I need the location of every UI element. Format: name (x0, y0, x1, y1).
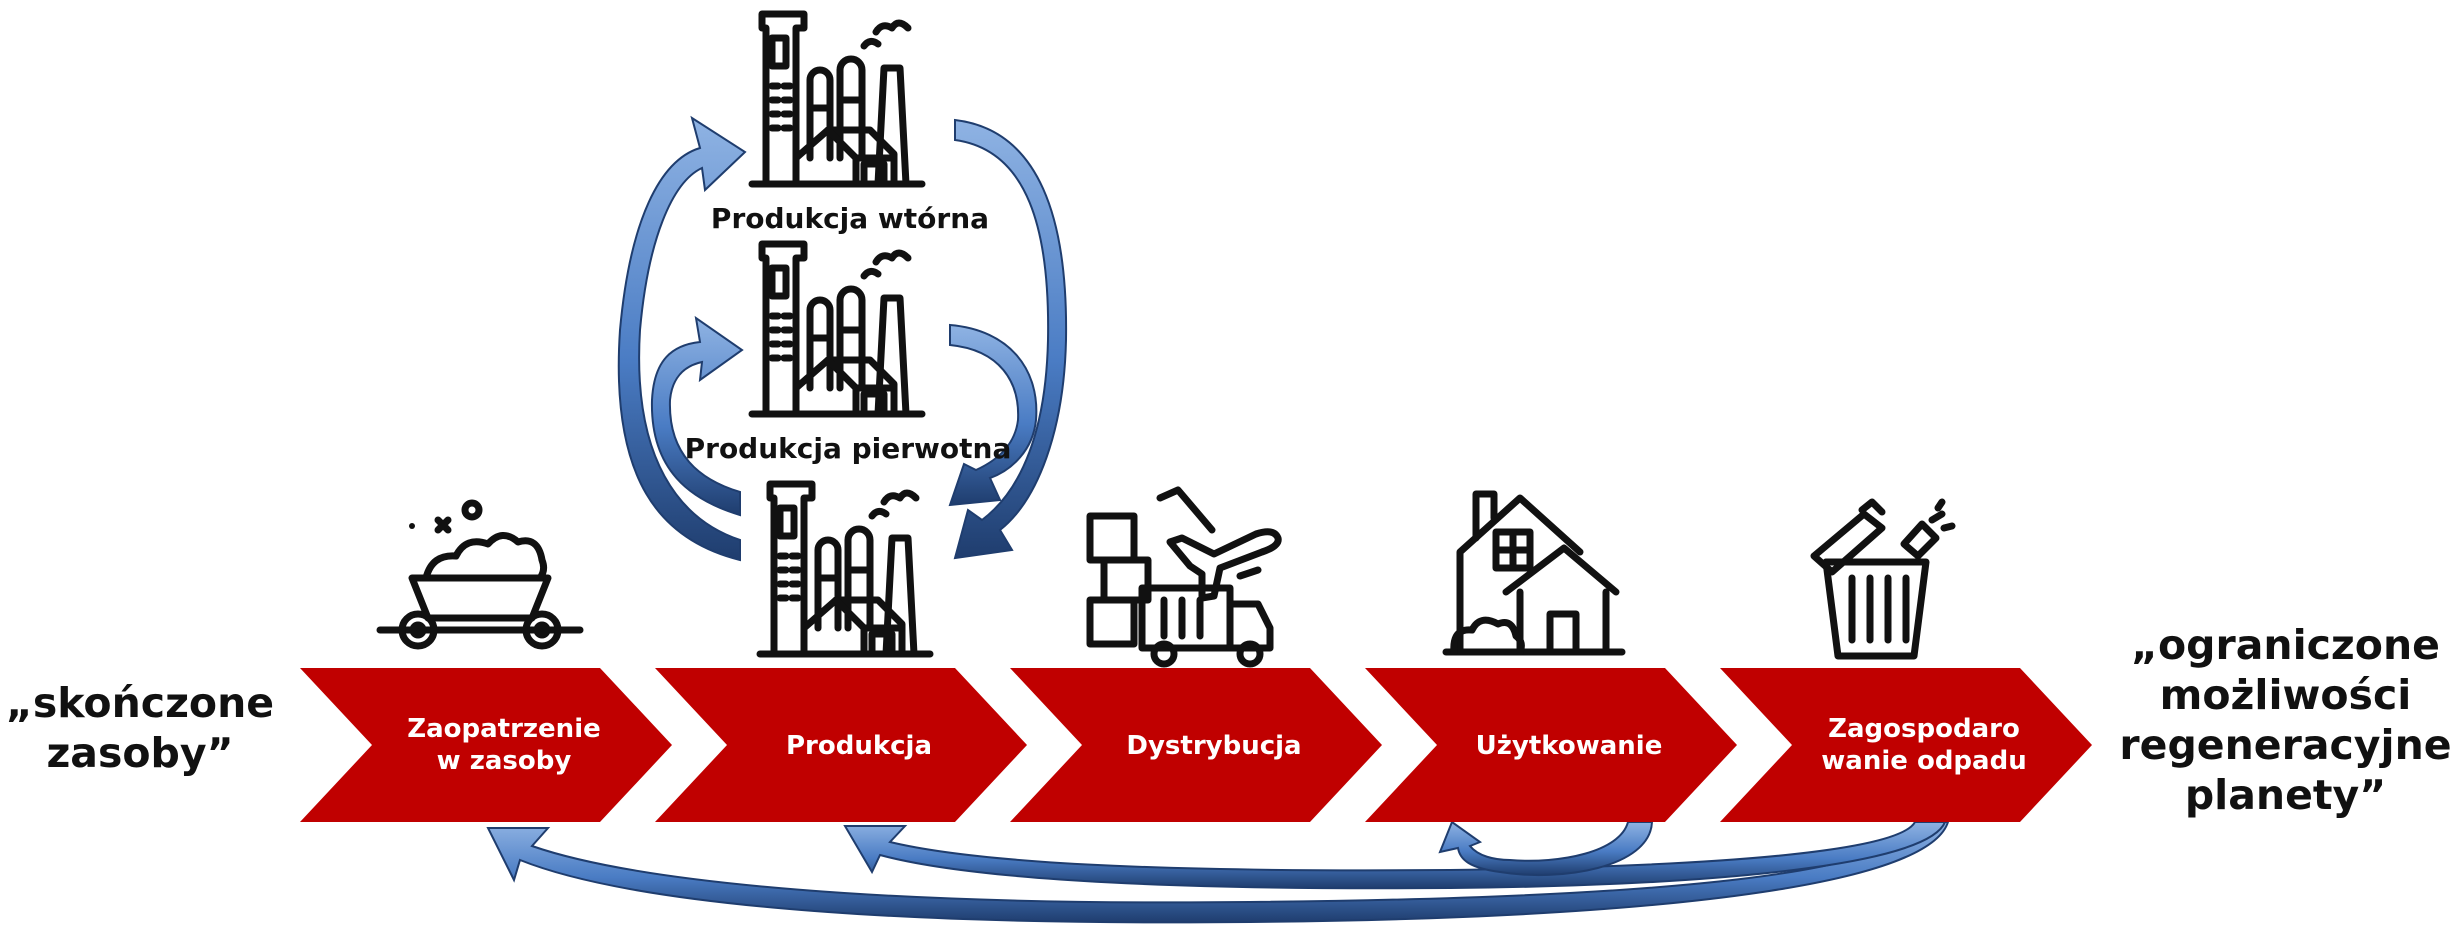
planet-regeneration-limits-label: „ograniczone możliwości regeneracyjne pl… (2119, 621, 2452, 819)
return-arrow-inner-left (650, 315, 744, 517)
factory-icon-production (760, 484, 930, 654)
return-arrow-outer-left (617, 115, 747, 562)
factory-icon-secondary (752, 14, 922, 184)
stage-label: Produkcja (786, 731, 932, 761)
return-arrow-outer-right (953, 118, 1068, 560)
return-arrow-to-usage (1438, 820, 1654, 877)
trash-bin-icon (1810, 498, 1956, 660)
delivery-truck-plane-icon (1086, 486, 1282, 668)
finite-resources-label: „skończone zasoby” (5, 679, 275, 777)
stage-chevron (300, 668, 672, 822)
stage-label: wanie odpadu (1821, 746, 2026, 776)
stage-chevron (655, 668, 1027, 822)
stage-chevron (1365, 668, 1737, 822)
stage-label: w zasoby (437, 746, 572, 776)
factory-icon-primary (752, 244, 922, 414)
return-arrow-to-supply (486, 821, 1950, 924)
stage-label: Dystrybucja (1126, 731, 1301, 761)
caption-secondary-production: Produkcja wtórna (711, 202, 989, 235)
return-arrow-inner-right (948, 323, 1038, 507)
stage-chevron (1720, 668, 2092, 822)
stage-label: Zaopatrzenie (407, 714, 601, 744)
stage-label: Użytkowanie (1476, 731, 1663, 761)
house-icon (1442, 490, 1626, 656)
mine-cart-icon (376, 499, 584, 650)
stage-chevron (1010, 668, 1382, 822)
caption-primary-production: Produkcja pierwotna (685, 432, 1012, 465)
return-arrow-to-production (843, 821, 1947, 890)
stage-label: Zagospodaro (1828, 714, 2020, 744)
